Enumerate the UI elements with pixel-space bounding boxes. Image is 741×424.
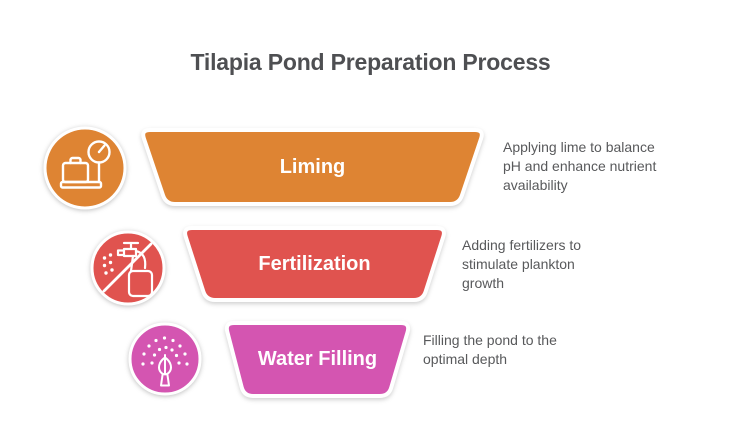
- description-line: availability: [503, 177, 568, 193]
- stage-description-liming: Applying lime to balance pH and enhance …: [503, 138, 656, 195]
- description-line: Applying lime to balance: [503, 139, 655, 155]
- funnel-stage-water-filling-shape: [224, 321, 411, 398]
- description-line: optimal depth: [423, 351, 508, 367]
- description-line: Adding fertilizers to: [462, 237, 582, 253]
- stage-description-water-filling: Filling the pond to the optimal depth: [423, 331, 557, 369]
- description-line: Filling the pond to the: [423, 332, 557, 348]
- luggage-scale-icon: [43, 126, 127, 210]
- funnel-stage-liming-shape: [141, 128, 484, 206]
- description-line: growth: [462, 275, 505, 291]
- page-title: Tilapia Pond Preparation Process: [190, 49, 551, 75]
- stage-description-fertilization: Adding fertilizers to stimulate plankton…: [462, 236, 581, 293]
- no-spray-bottle-icon: [90, 230, 166, 306]
- funnel-stage-fertilization-shape: [183, 226, 446, 302]
- water-sprinkler-icon: [128, 322, 202, 396]
- description-line: pH and enhance nutrient: [503, 158, 657, 174]
- description-line: stimulate plankton: [462, 256, 575, 272]
